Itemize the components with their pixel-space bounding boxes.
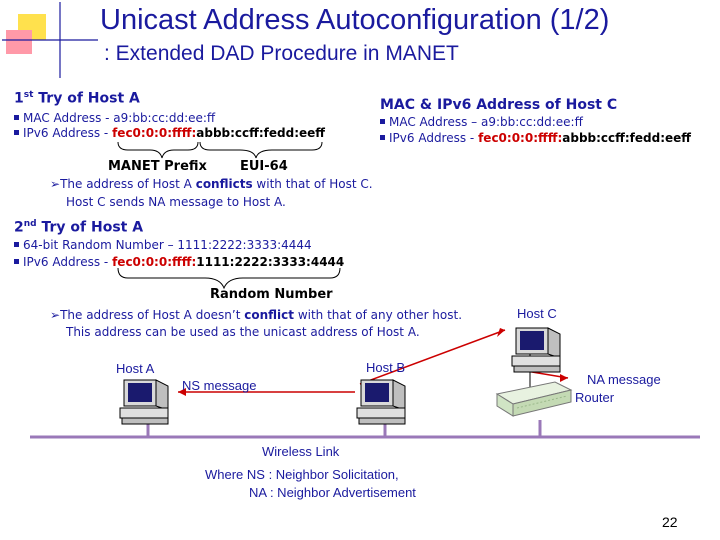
hostc-ipv6: IPv6 Address - fec0:0:0:ffff:abbb:ccff:f… (380, 131, 691, 145)
bullet-icon (380, 135, 385, 140)
bullet-icon (14, 130, 19, 135)
noconflict-line1: ➢The address of Host A doesn’t conflict … (50, 308, 463, 322)
manet-prefix-label: MANET Prefix (108, 159, 207, 174)
noconflict-line2: This address can be used as the unicast … (66, 325, 420, 339)
hostc-heading: MAC & IPv6 Address of Host C (380, 97, 618, 113)
host-c-computer-icon (510, 326, 570, 376)
try2-random: 64-bit Random Number – 1111:2222:3333:44… (14, 238, 312, 252)
page-title: Unicast Address Autoconfiguration (1/2) (100, 4, 610, 36)
try1-ipv6: IPv6 Address - fec0:0:0:ffff:abbb:ccff:f… (14, 126, 325, 140)
hostc-mac: MAC Address – a9:bb:cc:dd:ee:ff (380, 115, 583, 129)
arrow-icon: ➢ (50, 177, 61, 191)
try2-heading: 2nd Try of Host A (14, 219, 144, 236)
conflict-line1: ➢The address of Host A conflicts with th… (50, 177, 373, 191)
logo-decoration (0, 0, 100, 80)
wireless-link-label: Wireless Link (262, 444, 340, 459)
host-b-label: Host B (366, 360, 406, 375)
bullet-icon (14, 115, 19, 120)
try2-ipv6: IPv6 Address - fec0:0:0:ffff:1111:2222:3… (14, 255, 344, 269)
random-number-label: Random Number (210, 287, 333, 302)
bullet-icon (14, 259, 19, 264)
host-a-label: Host A (116, 361, 155, 376)
router-icon (495, 376, 575, 420)
eui64-label: EUI-64 (240, 159, 288, 174)
legend-na: NA : Neighbor Advertisement (249, 485, 416, 500)
host-b-computer-icon (355, 378, 415, 428)
bullet-icon (380, 119, 385, 124)
page-subtitle: : Extended DAD Procedure in MANET (104, 42, 459, 65)
try1-mac: MAC Address - a9:bb:cc:dd:ee:ff (14, 111, 215, 125)
ns-message-label: NS message (182, 378, 257, 393)
page-number: 22 (662, 514, 678, 530)
legend-ns: Where NS : Neighbor Solicitation, (205, 467, 399, 482)
host-a-computer-icon (118, 378, 178, 428)
router-label: Router (575, 390, 615, 405)
host-c-label: Host C (517, 306, 557, 321)
arrow-icon: ➢ (50, 308, 61, 322)
bullet-icon (14, 242, 19, 247)
try1-heading: 1st Try of Host A (14, 90, 140, 107)
na-message-label: NA message (587, 372, 661, 387)
conflict-line2: Host C sends NA message to Host A. (66, 195, 286, 209)
